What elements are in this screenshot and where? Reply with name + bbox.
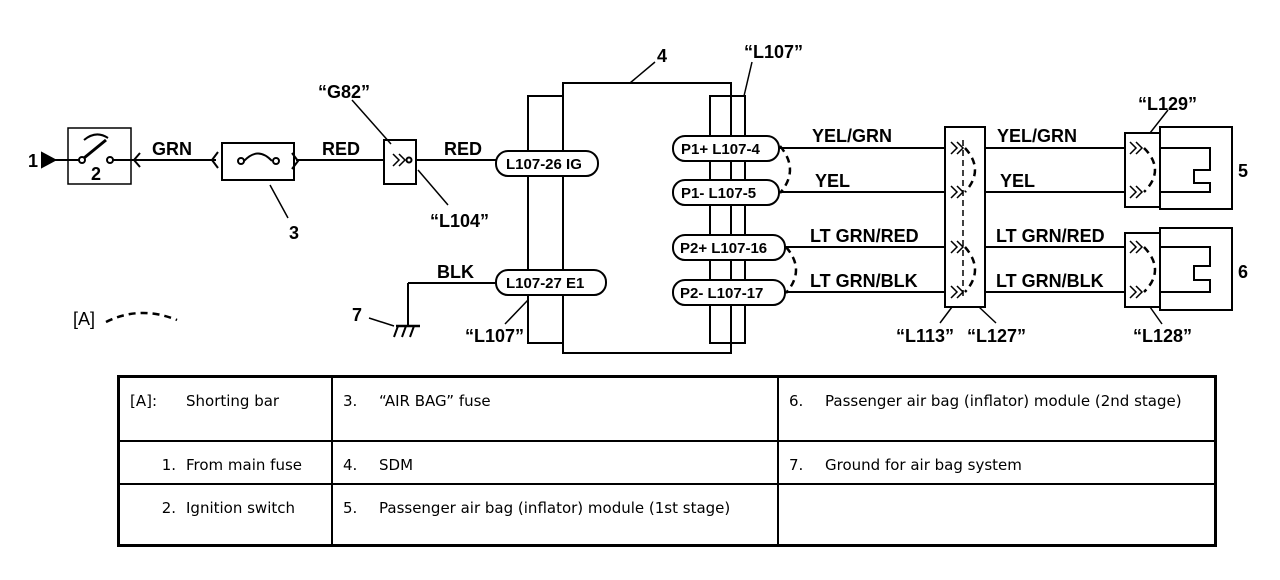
legend-text: SDM bbox=[379, 456, 414, 474]
legend-text: From main fuse bbox=[186, 456, 303, 474]
legend-row: [A]: Shorting bar 3. “AIR BAG” fuse 6. Pass… bbox=[120, 378, 1214, 442]
legend-text: “AIR BAG” fuse bbox=[379, 392, 491, 410]
terminal-label-p1-minus: P1- L107-5 bbox=[681, 185, 756, 202]
connector-l128: “L128” bbox=[1133, 326, 1192, 346]
l113-l127-connector bbox=[944, 126, 986, 308]
module-2nd-stage bbox=[1159, 227, 1233, 311]
legend-text: Passenger air bag (inflator) module (2nd… bbox=[825, 392, 1182, 410]
connector-l113: “L113” bbox=[896, 326, 954, 346]
legend-text: Passenger air bag (inflator) module (1st… bbox=[379, 499, 731, 517]
terminal-label-p2-minus: P2- L107-17 bbox=[680, 285, 763, 302]
legend-text: Shorting bar bbox=[186, 392, 280, 410]
legend-key: 2. bbox=[161, 499, 176, 517]
callout-5: 5 bbox=[1238, 161, 1248, 181]
callout-6: 6 bbox=[1238, 262, 1248, 282]
callout-4: 4 bbox=[657, 46, 667, 66]
connector-l107-bottom: “L107” bbox=[465, 326, 524, 346]
wire-lt-grn-red-left: LT GRN/RED bbox=[810, 226, 919, 246]
module-1st-stage bbox=[1159, 126, 1233, 210]
legend-key: [A]: bbox=[130, 392, 158, 410]
wire-yel-grn-left: YEL/GRN bbox=[812, 126, 892, 146]
wire-blk: BLK bbox=[437, 262, 474, 282]
wire-yel-grn-right: YEL/GRN bbox=[997, 126, 1077, 146]
connector-l104: “L104” bbox=[430, 211, 489, 231]
terminal-l107-26 bbox=[495, 150, 599, 177]
terminal-label-p1-plus: P1+ L107-4 bbox=[681, 141, 760, 158]
legend-row: 1. From main fuse 4. SDM 7. Ground for air … bbox=[120, 440, 1214, 485]
wire-lt-grn-blk-left: LT GRN/BLK bbox=[810, 271, 918, 291]
legend-text: Ignition switch bbox=[186, 499, 296, 517]
legend-key: 3. bbox=[343, 392, 358, 410]
callout-3: 3 bbox=[289, 223, 299, 243]
legend-key: 7. bbox=[789, 456, 804, 474]
connector-l127: “L127” bbox=[967, 326, 1026, 346]
callout-2: 2 bbox=[91, 164, 101, 184]
ignition-switch-box bbox=[67, 127, 132, 185]
input-arrow-icon bbox=[41, 151, 58, 169]
wire-yel-right: YEL bbox=[1000, 171, 1035, 191]
shorting-bar-key-icon bbox=[105, 311, 178, 324]
legend-key: 4. bbox=[343, 456, 358, 474]
connector-l107-top: “L107” bbox=[744, 42, 803, 62]
g82-connector bbox=[383, 139, 417, 185]
wire-lt-grn-red-right: LT GRN/RED bbox=[996, 226, 1105, 246]
legend-key: 6. bbox=[789, 392, 804, 410]
callout-1: 1 bbox=[28, 151, 38, 171]
legend-row: 2. Ignition switch 5. Passenger air bag (i… bbox=[120, 483, 1214, 544]
wire-grn: GRN bbox=[152, 139, 192, 159]
wire-yel-left: YEL bbox=[815, 171, 850, 191]
legend-key: 5. bbox=[343, 499, 358, 517]
wire-red-left: RED bbox=[322, 139, 360, 159]
wiring-diagram: 1 2 3 4 5 6 7 [A] “G82” “L104” “L107” “L… bbox=[28, 42, 1248, 354]
terminal-label-l107-26: L107-26 IG bbox=[506, 156, 582, 173]
sdm-box bbox=[562, 82, 732, 354]
shorting-bar-key: [A] bbox=[73, 309, 95, 329]
wire-lt-grn-blk-right: LT GRN/BLK bbox=[996, 271, 1104, 291]
wire-red-right: RED bbox=[444, 139, 482, 159]
legend-table: [A]: Shorting bar 3. “AIR BAG” fuse 6. Pass… bbox=[117, 375, 1217, 547]
legend-key: 1. bbox=[161, 456, 176, 474]
legend-text: Ground for air bag system bbox=[825, 456, 1022, 474]
callout-7: 7 bbox=[352, 305, 362, 325]
connector-g82: “G82” bbox=[318, 82, 370, 102]
terminal-label-l107-27: L107-27 E1 bbox=[506, 275, 584, 292]
connector-l129: “L129” bbox=[1138, 94, 1197, 114]
fuse-box bbox=[221, 142, 295, 181]
terminal-label-p2-plus: P2+ L107-16 bbox=[680, 240, 767, 257]
